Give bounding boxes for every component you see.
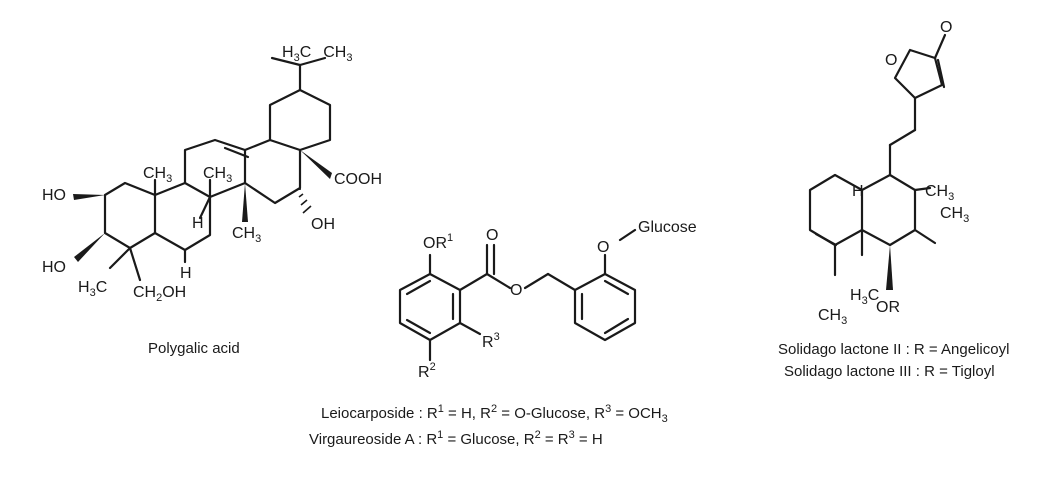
ring-b — [153, 181, 212, 252]
ring-a — [103, 181, 157, 250]
label-ho-top: HO — [42, 187, 66, 204]
ring-e — [268, 88, 332, 152]
label-ch2oh: CH2OH — [133, 284, 186, 304]
ring-c — [183, 138, 250, 199]
label-lactone-ring-o: O — [885, 52, 897, 69]
label-ester-o: O — [510, 282, 522, 299]
solidago-lactone-ii-caption: Solidago lactone II : R = Angelicoyl — [778, 341, 1009, 358]
label-h-decalin: H — [852, 183, 864, 200]
label-glucose: Glucose — [638, 219, 697, 236]
solidago-lactone-structure: O O H CH3 CH3 H3C CH3 OR Solidago lacton… — [778, 19, 1009, 380]
virgaureoside-caption: Virgaureoside A : R1 = Glucose, R2 = R3 … — [309, 429, 603, 448]
butenolide-ring — [893, 33, 947, 100]
gem-dimethyl — [270, 56, 327, 92]
label-h-ring-c: H — [192, 215, 204, 232]
label-or1: OR1 — [423, 232, 453, 252]
ring-d-oh-hash — [298, 188, 312, 214]
label-oh-ring-d: OH — [311, 216, 335, 233]
label-ch3-ring-a: CH3 — [143, 165, 172, 185]
label-ch3-ring-c: CH3 — [203, 165, 232, 185]
label-ch3-ring-d: CH3 — [232, 225, 261, 245]
label-ch3-decalin-2: CH3 — [940, 205, 969, 225]
label-ch3-decalin-1: CH3 — [925, 183, 954, 203]
label-or-decalin: OR — [876, 299, 900, 316]
leiocarposide-caption: Leiocarposide : R1 = H, R2 = O-Glucose, … — [321, 403, 668, 425]
label-h3c-decalin: H3C — [850, 287, 879, 307]
aromatic-ring-right — [573, 272, 637, 342]
solidago-lactone-iii-caption: Solidago lactone III : R = Tigloyl — [784, 363, 995, 380]
label-cooh: COOH — [334, 171, 382, 188]
label-h-ring-b: H — [180, 265, 192, 282]
label-ho-bottom: HO — [42, 259, 66, 276]
label-phenol-o: O — [597, 239, 609, 256]
leiocarposide-structure: OR1 O O O Glucose R3 R2 Leiocarposide : … — [309, 219, 697, 448]
label-lactone-carbonyl-o: O — [940, 19, 952, 36]
ring-d — [243, 138, 302, 205]
label-r2: R2 — [418, 361, 436, 381]
aromatic-ring-left — [398, 272, 462, 342]
label-r3: R3 — [482, 331, 500, 351]
polygalic-acid-caption: Polygalic acid — [148, 340, 240, 357]
decalin-ring-left — [808, 173, 864, 247]
label-carbonyl-o: O — [486, 227, 498, 244]
label-h3c-ring-a: H3C — [78, 279, 107, 299]
decalin-ring-right — [860, 173, 917, 247]
label-ch3-decalin-3: CH3 — [818, 307, 847, 327]
